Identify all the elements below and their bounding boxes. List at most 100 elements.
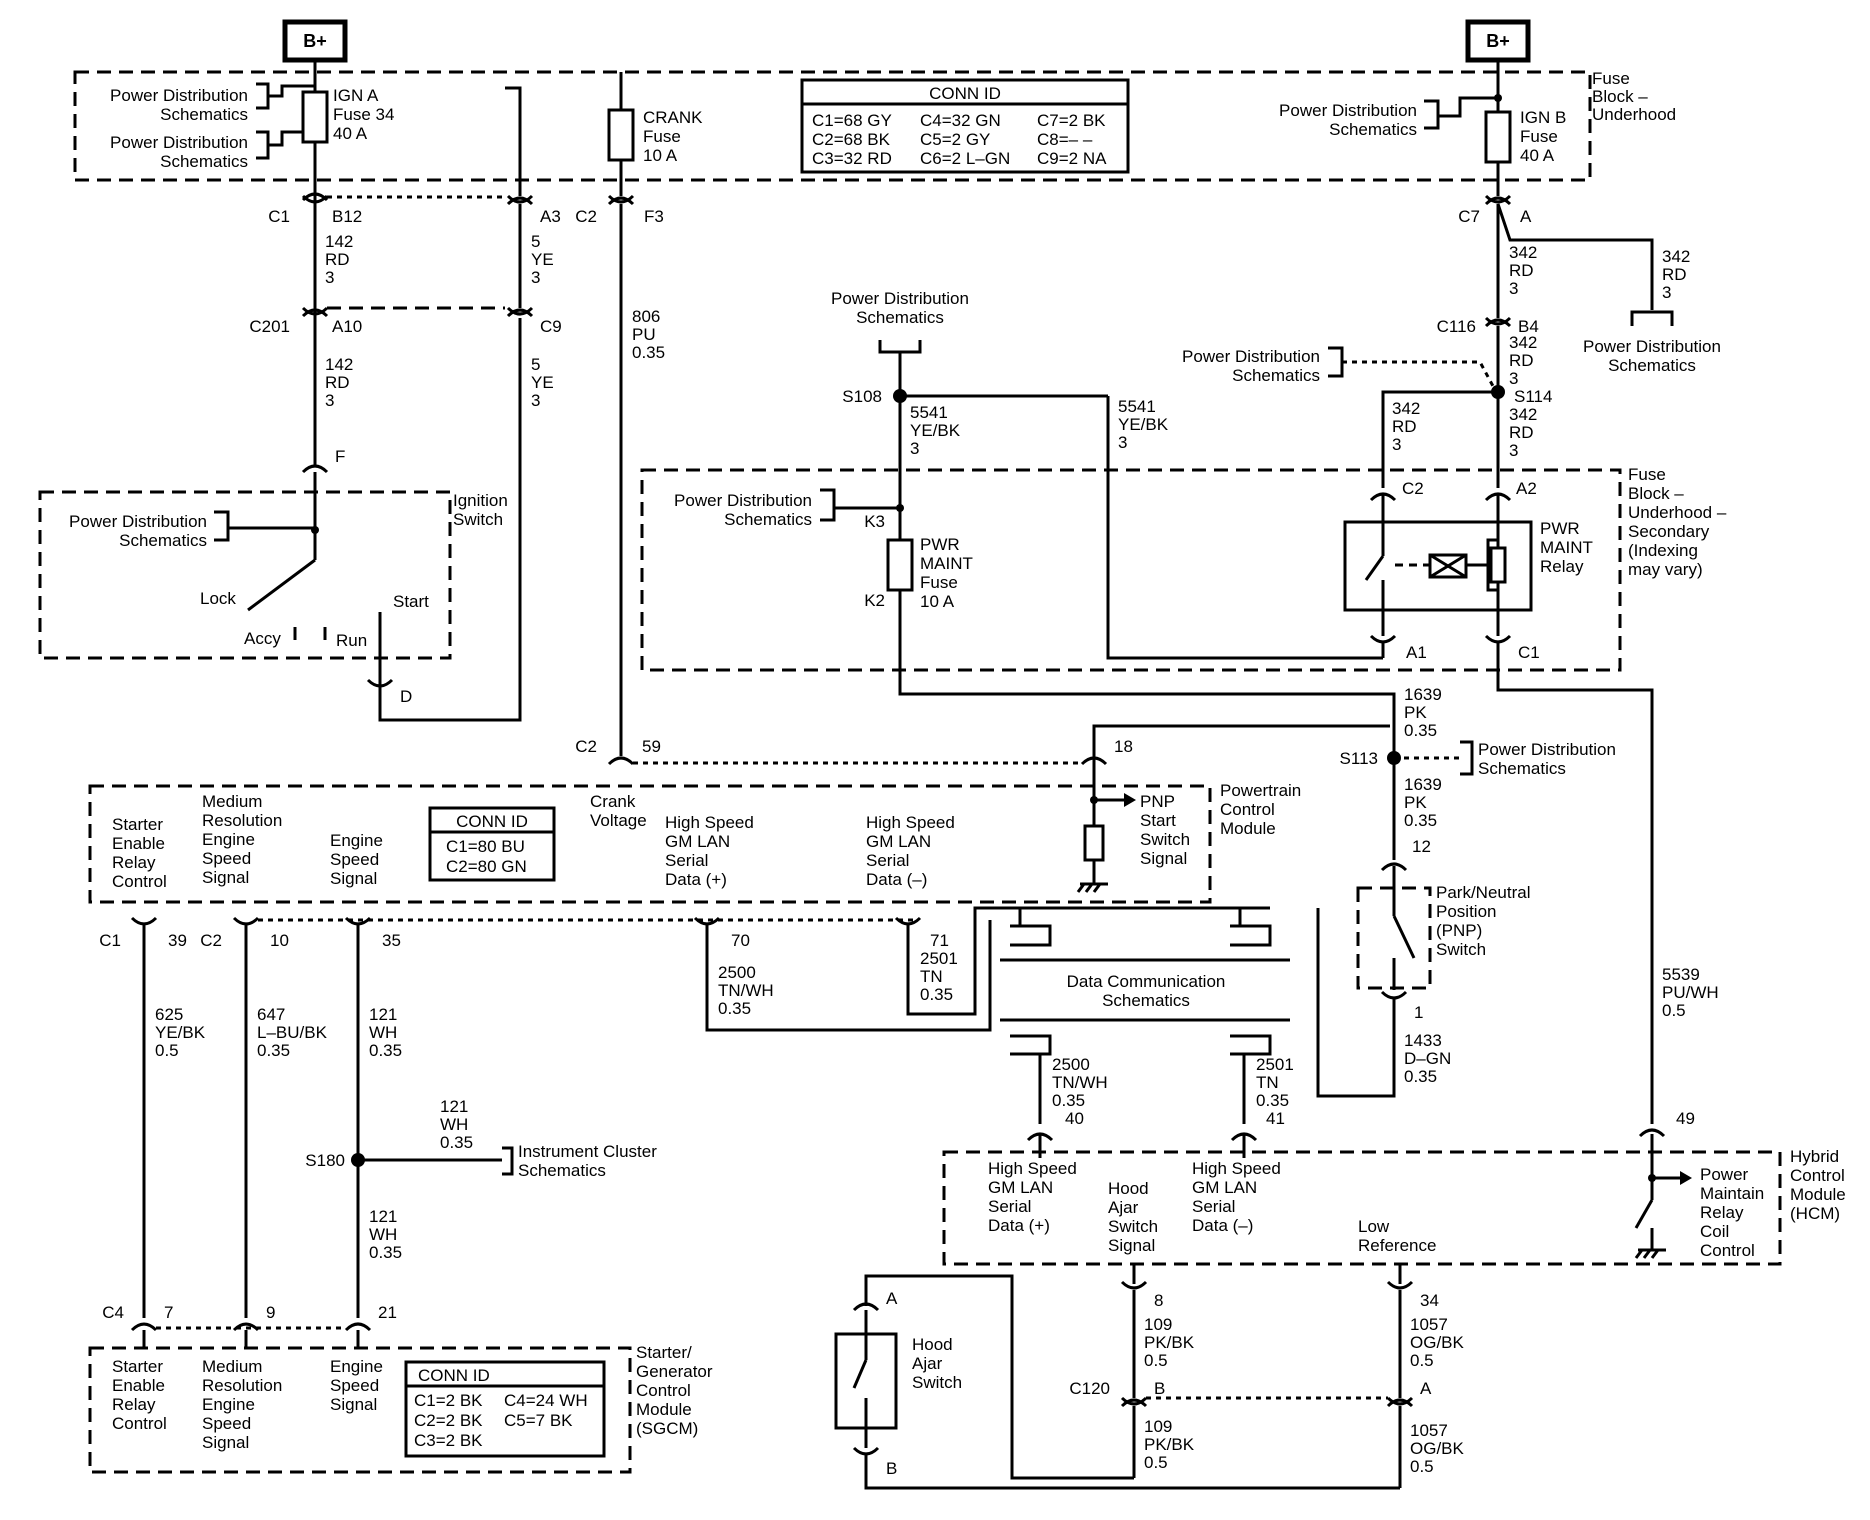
svg-text:C5=7 BK: C5=7 BK xyxy=(504,1411,573,1430)
svg-text:0.5: 0.5 xyxy=(1662,1001,1686,1020)
hcm-lowref-pin: Low Reference xyxy=(1358,1217,1436,1255)
connector-a3 xyxy=(506,194,534,206)
sgcm-label: Starter/ Generator Control Module (SGCM) xyxy=(636,1343,713,1438)
connector-hcm-8 xyxy=(1120,1280,1148,1290)
svg-text:1639: 1639 xyxy=(1404,685,1442,704)
wire-342-b: 342 RD 3 xyxy=(1509,333,1537,388)
connector-pcm-10 xyxy=(232,916,260,926)
svg-text:A: A xyxy=(1520,207,1532,226)
svg-text:(Indexing: (Indexing xyxy=(1628,541,1698,560)
svg-text:40 A: 40 A xyxy=(333,124,368,143)
svg-text:C9: C9 xyxy=(540,317,562,336)
wire-2501-hcm: 2501 TN 0.35 41 xyxy=(1256,1055,1294,1128)
svg-text:RD: RD xyxy=(1509,351,1534,370)
connector-sgcm-21 xyxy=(344,1322,372,1332)
ignition-switch-label: Ignition Switch xyxy=(453,491,508,529)
pnp-switch: Park/Neutral Position (PNP) Switch xyxy=(1392,866,1530,990)
svg-text:D–GN: D–GN xyxy=(1404,1049,1451,1068)
svg-text:Schematics: Schematics xyxy=(1102,991,1190,1010)
hcm-box xyxy=(942,1150,1782,1266)
wire-109-upper: 109 PK/BK 0.5 xyxy=(1144,1315,1195,1370)
svg-text:YE/BK: YE/BK xyxy=(910,421,961,440)
svg-text:0.5: 0.5 xyxy=(155,1041,179,1060)
svg-text:Schematics: Schematics xyxy=(160,105,248,124)
svg-text:C3=32 RD: C3=32 RD xyxy=(812,149,892,168)
svg-text:2501: 2501 xyxy=(1256,1055,1294,1074)
svg-text:5: 5 xyxy=(531,232,540,251)
svg-text:GM LAN: GM LAN xyxy=(988,1178,1053,1197)
ign-b-fuse: IGN B Fuse 40 A xyxy=(1484,60,1566,196)
svg-text:B: B xyxy=(1154,1379,1165,1398)
wire-806-pu: 806 PU 0.35 xyxy=(632,307,665,362)
wire-5541-a: 5541 YE/BK 3 xyxy=(910,403,961,458)
svg-text:Speed: Speed xyxy=(330,850,379,869)
wire-5-ye-lower: 5 YE 3 xyxy=(531,355,554,410)
svg-text:GM LAN: GM LAN xyxy=(665,832,730,851)
svg-text:Serial: Serial xyxy=(988,1197,1031,1216)
svg-text:A3: A3 xyxy=(540,207,561,226)
connector-c7-a xyxy=(1484,194,1512,206)
svg-text:342: 342 xyxy=(1392,399,1420,418)
wire-121-side: 121 WH 0.35 xyxy=(440,1097,473,1152)
svg-text:1057: 1057 xyxy=(1410,1421,1448,1440)
svg-text:Module: Module xyxy=(1220,819,1276,838)
svg-text:3: 3 xyxy=(531,391,540,410)
svg-text:Power Distribution: Power Distribution xyxy=(674,491,812,510)
pds-ref-1: Power Distribution Schematics xyxy=(110,82,315,124)
svg-text:Speed: Speed xyxy=(202,1414,251,1433)
svg-text:C4: C4 xyxy=(102,1303,124,1322)
wire-342-a: 342 RD 3 xyxy=(1509,243,1537,298)
connector-12 xyxy=(1380,862,1408,872)
svg-text:C2: C2 xyxy=(200,931,222,950)
svg-text:High Speed: High Speed xyxy=(866,813,955,832)
wire-1639-lower: 1639 PK 0.35 xyxy=(1404,775,1442,830)
wire-109-lower: 109 PK/BK 0.5 xyxy=(1144,1417,1195,1472)
svg-text:TN: TN xyxy=(1256,1073,1279,1092)
svg-text:C116: C116 xyxy=(1437,317,1476,336)
svg-text:Crank: Crank xyxy=(590,792,636,811)
pcm-hsm-pin: High Speed GM LAN Serial Data (–) xyxy=(866,813,955,889)
wire-5-ye-upper: 5 YE 3 xyxy=(531,232,554,287)
wire-1057-lower: 1057 OG/BK 0.5 xyxy=(1410,1421,1465,1476)
svg-text:Speed: Speed xyxy=(330,1376,379,1395)
svg-text:Serial: Serial xyxy=(1192,1197,1235,1216)
svg-text:Starter/: Starter/ xyxy=(636,1343,692,1362)
svg-text:A2: A2 xyxy=(1516,479,1537,498)
connector-pcm-39 xyxy=(130,916,158,926)
svg-text:(PNP): (PNP) xyxy=(1436,921,1482,940)
fuse-block-secondary xyxy=(640,468,1622,672)
svg-text:CONN ID: CONN ID xyxy=(929,84,1001,103)
svg-text:3: 3 xyxy=(1509,369,1518,388)
svg-text:Low: Low xyxy=(1358,1217,1390,1236)
svg-text:Schematics: Schematics xyxy=(724,510,812,529)
svg-text:40 A: 40 A xyxy=(1520,146,1555,165)
svg-text:C4=24 WH: C4=24 WH xyxy=(504,1391,588,1410)
wire-142-lower: 142 RD 3 xyxy=(325,355,353,410)
svg-text:Control: Control xyxy=(112,872,167,891)
svg-text:Underhood: Underhood xyxy=(1592,105,1676,124)
svg-text:Signal: Signal xyxy=(202,868,249,887)
svg-text:10 A: 10 A xyxy=(920,592,955,611)
svg-text:0.35: 0.35 xyxy=(632,343,665,362)
svg-text:RD: RD xyxy=(1662,265,1687,284)
svg-text:142: 142 xyxy=(325,355,353,374)
svg-text:18: 18 xyxy=(1114,737,1133,756)
pwr-maint-relay: PWR MAINT Relay xyxy=(1343,494,1593,636)
svg-text:Power Distribution: Power Distribution xyxy=(110,86,248,105)
svg-text:C2=80 GN: C2=80 GN xyxy=(446,857,527,876)
svg-text:TN/WH: TN/WH xyxy=(718,981,774,1000)
wire-2501-pcm: 2501 TN 0.35 xyxy=(920,949,958,1004)
svg-text:0.35: 0.35 xyxy=(1404,811,1437,830)
svg-text:34: 34 xyxy=(1420,1291,1439,1310)
connector-c2-f3 xyxy=(607,194,635,206)
connector-c1-relay xyxy=(1484,634,1512,644)
svg-text:C8=– –: C8=– – xyxy=(1037,130,1093,149)
svg-text:K3: K3 xyxy=(864,512,885,531)
svg-text:Schematics: Schematics xyxy=(856,308,944,327)
svg-text:40: 40 xyxy=(1065,1109,1084,1128)
svg-text:C120: C120 xyxy=(1069,1379,1110,1398)
svg-text:Maintain: Maintain xyxy=(1700,1184,1764,1203)
svg-text:806: 806 xyxy=(632,307,660,326)
pds-ref-s108: Power Distribution Schematics xyxy=(831,289,969,396)
